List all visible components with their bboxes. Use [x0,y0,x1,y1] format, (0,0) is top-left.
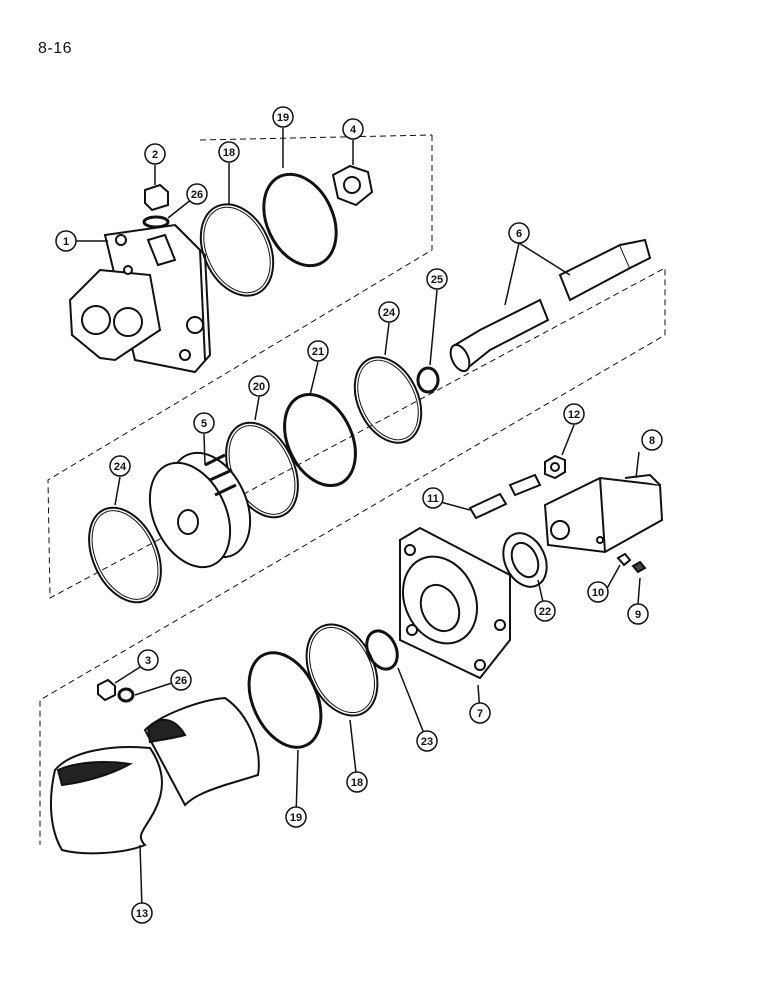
callout-7: 7 [469,702,491,724]
callout-label: 9 [635,609,641,621]
callout-label: 12 [568,409,580,421]
callout-label: 22 [539,606,551,618]
stud [468,473,542,520]
callout-26b: 26 [170,669,192,691]
wear-ring-upper-inner [357,359,419,441]
callout-25: 25 [426,268,448,290]
callout-19b: 19 [285,806,307,828]
callout-13: 13 [131,902,153,924]
callout-8: 8 [641,429,663,451]
cylinder-barrel [49,696,260,855]
o-ring-small [416,366,440,394]
callout-label: 26 [191,189,203,201]
plug-lower [97,678,116,702]
plug [144,183,169,212]
callout-label: 2 [152,149,158,161]
callout-18a: 18 [218,141,240,163]
callout-label: 4 [350,124,357,136]
wear-ring-lower-inner [91,510,159,600]
callout-label: 25 [431,274,443,286]
callout-1: 1 [55,230,77,252]
callout-23: 23 [416,730,438,752]
callout-5: 5 [193,412,215,434]
callout-label: 21 [312,346,324,358]
backup-ring-lower-inner [309,626,375,714]
callout-9: 9 [627,603,649,625]
grease-fitting [616,552,632,567]
callout-10: 10 [587,581,609,603]
callout-label: 6 [516,228,522,240]
callout-label: 8 [649,435,655,447]
callout-label: 26 [175,675,187,687]
callout-18b: 18 [346,771,368,793]
callout-4: 4 [342,118,364,140]
end-cap-clevis [68,223,212,374]
callout-label: 19 [277,112,289,124]
callout-label: 5 [201,418,207,430]
page-number: 8-16 [38,40,73,57]
lock-nut [331,164,374,207]
backup-ring-top-inner [203,206,271,294]
jam-nut [544,454,566,480]
gland-housing [399,526,511,680]
o-ring-large-lower [247,651,323,749]
callout-12: 12 [563,403,585,425]
callout-label: 1 [63,236,69,248]
callout-3: 3 [137,649,159,671]
o-ring-piston [283,392,357,488]
callout-label: 18 [223,147,235,159]
o-ring-top [142,215,170,229]
callout-label: 20 [253,381,265,393]
rod-seal [502,532,548,588]
callout-label: 7 [477,708,483,720]
o-ring-large-top [262,172,338,268]
callout-label: 24 [114,461,127,473]
callout-21: 21 [307,340,329,362]
callout-label: 23 [421,736,433,748]
rod-clevis [543,473,664,554]
dashed-guides [39,134,666,845]
callout-label: 10 [592,587,604,599]
callout-11: 11 [422,487,444,509]
callout-label: 18 [351,777,363,789]
callout-24a: 24 [378,301,400,323]
piston [148,451,252,569]
piston-rod [449,238,652,373]
backup-ring-gland [365,629,399,671]
callout-22: 22 [534,600,556,622]
callout-6: 6 [508,222,530,244]
set-screw [631,560,647,574]
callout-24b: 24 [109,455,131,477]
wear-ring-lower [88,506,162,604]
callout-label: 24 [383,307,396,319]
callout-26a: 26 [186,183,208,205]
o-ring-lower [117,687,135,703]
callout-2: 2 [144,143,166,165]
callout-20: 20 [248,375,270,397]
backup-ring-top [199,203,275,297]
wear-ring-upper [353,356,423,444]
callout-label: 19 [290,812,302,824]
callout-label: 11 [427,493,439,505]
callout-label: 3 [145,655,151,667]
callout-19a: 19 [272,106,294,128]
callout-label: 13 [136,908,148,920]
